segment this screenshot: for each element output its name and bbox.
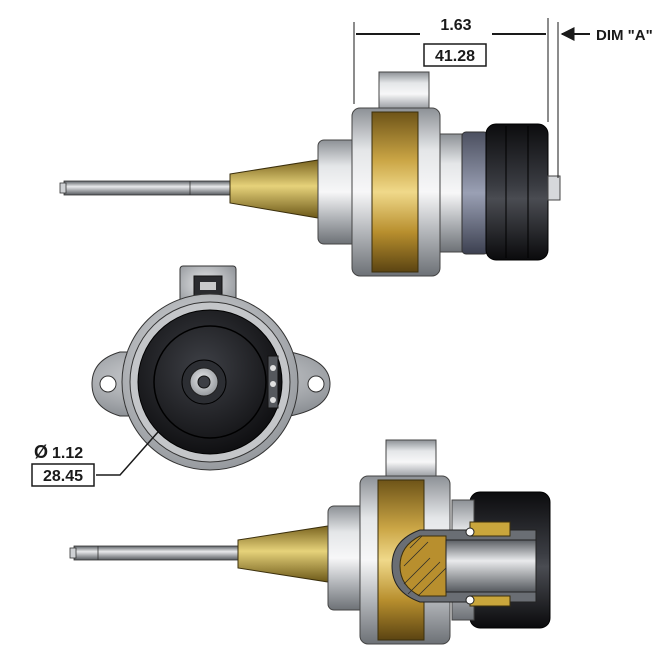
- blue-ring: [461, 131, 489, 255]
- dim-a-indicator: DIM "A": [557, 22, 653, 178]
- dim-a-label: DIM "A": [596, 27, 653, 44]
- mount-hole-right: [307, 375, 325, 393]
- end-view-assembly: [91, 265, 331, 471]
- shaft: [63, 180, 235, 196]
- length-dimension: 1.63 41.28: [353, 17, 549, 122]
- section-brass-cone: [237, 525, 329, 583]
- black-cap: [485, 123, 549, 261]
- diameter-mm-text: 28.45: [43, 468, 83, 485]
- neck: [439, 133, 463, 253]
- length-mm-text: 41.28: [435, 48, 475, 65]
- side-view-assembly: [59, 71, 561, 277]
- mount-hole-left: [99, 375, 117, 393]
- inner-bore: [445, 539, 537, 593]
- section-shaft: [73, 545, 241, 561]
- brass-band: [371, 111, 419, 273]
- length-inch-text: 1.63: [440, 17, 471, 34]
- shaft-tip: [59, 182, 67, 194]
- brass-cone: [229, 159, 319, 219]
- diameter-dimension: Ø 1.12 28.45: [31, 431, 159, 487]
- end-tab: [547, 175, 561, 201]
- diameter-inch-text: 1.12: [52, 445, 83, 462]
- diameter-symbol: Ø: [34, 442, 48, 462]
- section-view-assembly: [69, 439, 551, 645]
